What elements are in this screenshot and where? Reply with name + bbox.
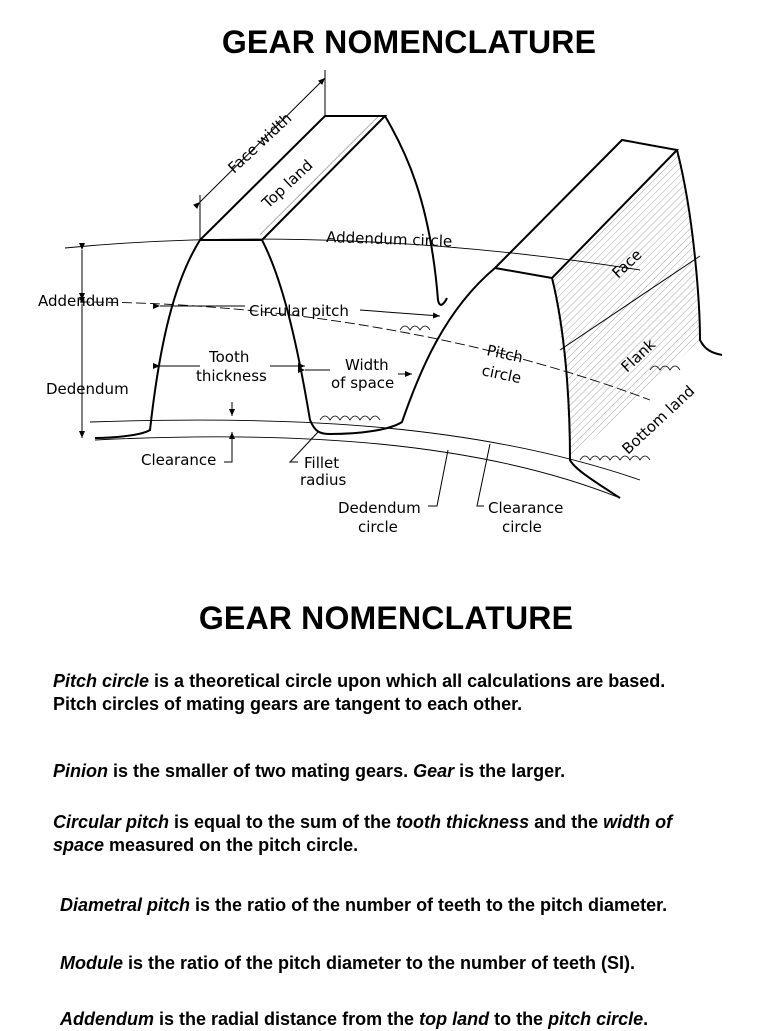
definition-text: is the ratio of the pitch diameter to th… — [123, 953, 636, 973]
clearance-circle-line — [89, 419, 641, 481]
label-addendum: Addendum — [38, 292, 119, 310]
term: pitch circle — [548, 1009, 644, 1029]
label-clearance-circle-2: circle — [502, 518, 542, 536]
definition-text: to the — [489, 1009, 549, 1029]
definition-pitch-circle: Pitch circle is a theoretical circle upo… — [53, 670, 693, 716]
definition-addendum: Addendum is the radial distance from the… — [60, 1008, 760, 1031]
face-hatch — [552, 150, 700, 460]
page-title: GEAR NOMENCLATURE — [221, 24, 597, 60]
term: Circular pitch — [53, 812, 170, 832]
definition-pinion: Pinion is the smaller of two mating gear… — [53, 760, 713, 783]
term: Diametral pitch — [60, 895, 191, 915]
definition-text: is equal to the sum of the — [169, 812, 397, 832]
definition-text: is the radial distance from the — [154, 1009, 420, 1029]
definition-text: is a theoretical circle upon which all c… — [53, 671, 666, 714]
term: Gear — [413, 761, 455, 781]
section-title: GEAR NOMENCLATURE — [198, 600, 574, 636]
definition-text: is the larger. — [454, 761, 566, 781]
term: Module — [60, 953, 123, 973]
label-tooth: Tooth — [208, 348, 249, 366]
dimension-lines — [79, 70, 701, 507]
fillet-hatch-marks — [319, 325, 681, 461]
label-thickness: thickness — [196, 367, 267, 385]
definition-text: measured on the pitch circle. — [104, 835, 359, 855]
definition-module: Module is the ratio of the pitch diamete… — [60, 952, 760, 975]
label-fillet: Fillet — [304, 454, 339, 472]
label-dedendum-circle-2: circle — [358, 518, 398, 536]
label-addendum-circle: Addendum circle — [326, 228, 453, 250]
term: Pinion — [53, 761, 108, 781]
label-radius: radius — [300, 471, 347, 489]
term: Pitch circle — [53, 671, 150, 691]
gear-nomenclature-diagram: Face width Top land Addendum circle Adde… — [38, 70, 723, 536]
label-clearance-circle-1: Clearance — [488, 499, 563, 517]
definition-diametral-pitch: Diametral pitch is the ratio of the numb… — [60, 894, 760, 917]
label-dedendum: Dedendum — [46, 380, 129, 398]
label-clearance: Clearance — [141, 451, 216, 469]
label-width: Width — [345, 356, 389, 374]
term: top land — [419, 1009, 490, 1029]
label-circular-pitch: Circular pitch — [249, 302, 349, 320]
term: width of space — [53, 812, 673, 855]
definition-circular-pitch: Circular pitch is equal to the sum of th… — [53, 811, 713, 857]
term: tooth thickness — [396, 812, 530, 832]
label-face-width: Face width — [224, 109, 295, 177]
definition-text: is the smaller of two mating gears. — [108, 761, 414, 781]
addendum-circle-line — [64, 238, 641, 271]
term: Addendum — [60, 1009, 154, 1029]
label-of-space: of space — [331, 374, 394, 392]
definition-text: is the ratio of the number of teeth to t… — [190, 895, 668, 915]
dedendum-circle-line — [94, 436, 621, 499]
label-dedendum-circle-1: Dedendum — [338, 499, 421, 517]
definition-text: . — [643, 1009, 649, 1029]
definition-text: and the — [529, 812, 604, 832]
